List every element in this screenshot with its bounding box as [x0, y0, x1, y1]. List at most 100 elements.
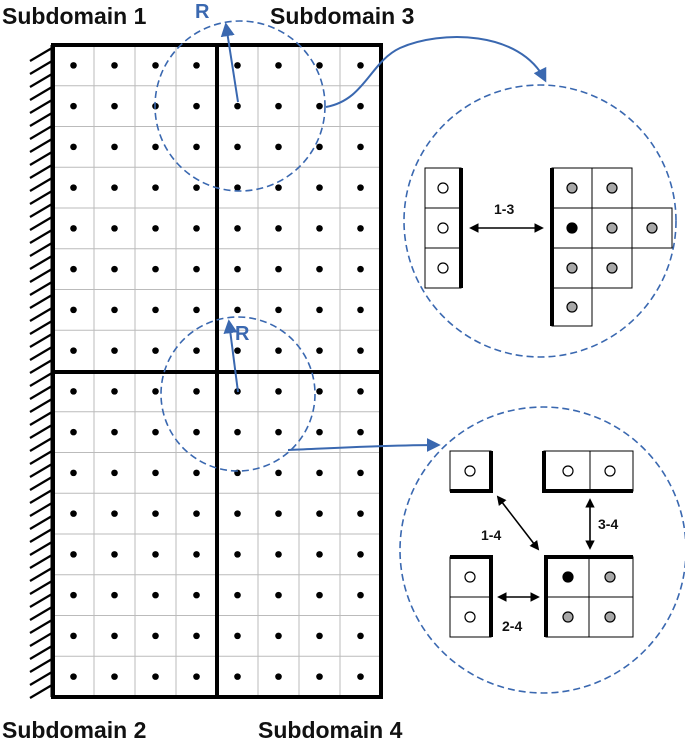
mesh-point — [357, 143, 364, 151]
pair-label-1-3: 1-3 — [494, 201, 514, 217]
mesh-point — [357, 632, 364, 640]
wall-hatch — [29, 658, 53, 673]
wall-hatch — [29, 190, 53, 205]
zoom-upper-cells: 1-3 — [424, 167, 673, 327]
fixed-wall-hatching — [29, 45, 54, 699]
mesh-point — [316, 143, 323, 151]
mesh-point — [234, 632, 241, 640]
wall-hatch — [29, 307, 53, 322]
mesh-point — [152, 388, 159, 395]
mesh-point — [275, 184, 282, 191]
radius-label-lower: R — [235, 323, 250, 345]
wall-hatch — [29, 541, 53, 556]
mesh-point — [234, 673, 241, 680]
mesh-point — [234, 265, 241, 273]
mesh-point — [152, 632, 159, 640]
radius-arrow-upper — [220, 22, 239, 103]
mesh-point — [316, 428, 323, 436]
mesh-point — [193, 306, 200, 314]
zoom-lower-cells: 1-4 3-4 2-4 — [449, 450, 634, 638]
wall-hatch — [29, 86, 53, 101]
wall-hatch — [29, 281, 53, 296]
mesh-point — [316, 673, 323, 680]
mesh-point — [357, 388, 364, 395]
mesh-point — [275, 265, 282, 273]
mesh-point — [70, 591, 77, 599]
mesh-point — [111, 62, 118, 69]
mesh-point — [357, 551, 364, 558]
mesh-point — [193, 469, 200, 477]
mesh-point — [316, 591, 323, 599]
ghost-cells-subdomain-1 — [424, 167, 463, 289]
mesh-point — [234, 306, 241, 314]
wall-hatch — [29, 229, 53, 244]
mesh-point — [70, 347, 77, 354]
mesh-point — [152, 428, 159, 436]
wall-hatch — [29, 489, 53, 504]
mesh-point — [316, 551, 323, 558]
mesh-point — [70, 225, 77, 232]
mesh-point — [193, 265, 200, 273]
mesh-point — [70, 265, 77, 273]
wall-hatch — [29, 47, 53, 62]
mesh-point — [275, 388, 282, 395]
mesh-point — [275, 551, 282, 558]
mesh-point — [70, 551, 77, 558]
mesh-point — [152, 591, 159, 599]
zoom-connector-upper — [325, 36, 547, 108]
mesh-point — [357, 62, 364, 69]
mesh-point — [111, 184, 118, 191]
wall-hatch — [29, 346, 53, 361]
wall-hatch — [29, 138, 53, 153]
mesh-point — [70, 632, 77, 640]
wall-hatch — [29, 554, 53, 569]
wall-hatch — [29, 567, 53, 582]
pair-label-3-4: 3-4 — [598, 516, 618, 532]
wall-hatch — [29, 203, 53, 218]
mesh-point — [316, 347, 323, 354]
mesh-point — [193, 591, 200, 599]
mesh-point — [111, 428, 118, 436]
wall-hatch — [29, 320, 53, 335]
wall-hatch — [29, 216, 53, 231]
wall-hatch — [29, 73, 53, 88]
owned-cells-subdomain-4-lower — [544, 555, 634, 638]
wall-hatch — [29, 593, 53, 608]
mesh-point — [70, 388, 77, 395]
mesh-point — [70, 428, 77, 436]
mesh-point — [275, 62, 282, 69]
mesh-point — [234, 184, 241, 191]
mesh-point — [111, 469, 118, 477]
mesh-point — [152, 265, 159, 273]
mesh-point — [275, 306, 282, 314]
wall-hatch — [29, 606, 53, 621]
radius-arrow-lower — [223, 319, 239, 393]
mesh-point — [275, 591, 282, 599]
mesh-point — [111, 388, 118, 395]
mesh-point — [193, 632, 200, 640]
mesh-point — [70, 184, 77, 191]
mesh-point — [193, 347, 200, 354]
wall-hatch — [29, 580, 53, 595]
wall-hatch — [29, 333, 53, 348]
pair-label-1-4: 1-4 — [481, 527, 501, 543]
influence-radius-circle-lower — [160, 316, 316, 472]
mesh-point — [152, 347, 159, 354]
mesh-point — [357, 102, 364, 110]
mesh-point — [234, 102, 241, 110]
wall-hatch — [29, 437, 53, 452]
mesh-point — [234, 591, 241, 599]
exchange-arrow-1-4 — [496, 495, 540, 551]
mesh-point — [70, 306, 77, 314]
mesh-point — [234, 143, 241, 151]
mesh-point — [234, 347, 241, 354]
mesh-point — [111, 265, 118, 273]
zoom-circle-upper — [403, 84, 677, 358]
mesh-point — [70, 62, 77, 69]
mesh-point — [152, 184, 159, 191]
mesh-point — [275, 428, 282, 436]
mesh-point — [357, 591, 364, 599]
mesh-point — [111, 673, 118, 680]
mesh-point — [152, 673, 159, 680]
